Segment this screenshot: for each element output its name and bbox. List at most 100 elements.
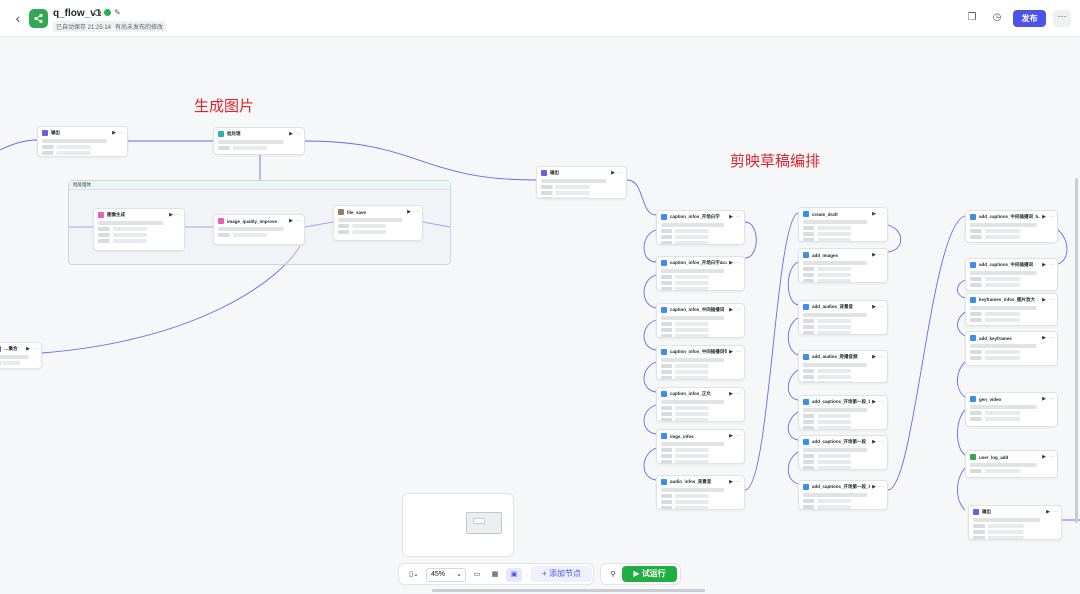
auto-layout-icon[interactable]: ▦ xyxy=(491,571,499,578)
vertical-scrollbar[interactable] xyxy=(1075,178,1078,523)
node-n-add-audios-bg[interactable]: add_audios_背景音▶··· xyxy=(798,300,888,335)
info-icon[interactable] xyxy=(94,9,101,16)
node-n-add-cap-r2[interactable]: add_captions_中间插播词▶··· xyxy=(965,258,1058,291)
node-n-file-save[interactable]: file_save▶··· xyxy=(333,205,423,241)
play-icon[interactable]: ▶ xyxy=(872,439,876,445)
node-n-cap3[interactable]: caption_infos_中间插播词▶··· xyxy=(656,303,745,338)
node-menu-icon[interactable]: ··· xyxy=(1049,454,1054,460)
minimap-toggle-icon[interactable]: ▣ xyxy=(506,568,522,582)
node-menu-icon[interactable]: ··· xyxy=(879,439,884,445)
node-n-cap2[interactable]: caption_infos_开场白字&cut...▶··· xyxy=(656,256,745,291)
node-n-out-mid[interactable]: 输出▶··· xyxy=(536,166,627,199)
node-n-loop[interactable]: 批处理▶··· xyxy=(213,127,305,155)
node-n-keyframes[interactable]: keyframes_infos_图片放大▶··· xyxy=(965,293,1058,326)
node-n-add-cap-a[interactable]: add_captions_开场第一段_b...▶··· xyxy=(798,395,888,430)
play-icon[interactable]: ▶ xyxy=(872,484,876,490)
more-options-button[interactable]: ··· xyxy=(1053,10,1071,27)
node-menu-icon[interactable]: ··· xyxy=(618,170,623,176)
node-n-create-draft[interactable]: create_draft▶··· xyxy=(798,207,888,242)
play-icon[interactable]: ▶ xyxy=(729,391,733,397)
node-menu-icon[interactable]: ··· xyxy=(1049,396,1054,402)
play-icon[interactable]: ▶ xyxy=(407,209,411,215)
horizontal-scrollbar[interactable] xyxy=(432,589,705,592)
node-menu-icon[interactable]: ··· xyxy=(736,479,741,485)
node-menu-icon[interactable]: ··· xyxy=(119,130,124,136)
node-menu-icon[interactable]: ··· xyxy=(414,209,419,215)
play-icon[interactable]: ▶ xyxy=(1042,454,1046,460)
node-n-audio-infos[interactable]: audio_infos_背景音▶··· xyxy=(656,475,745,510)
node-n-add-cap-r1[interactable]: add_captions_中间插播词_b...▶··· xyxy=(965,210,1058,243)
node-n-cap5[interactable]: caption_infos_正文▶··· xyxy=(656,387,745,422)
node-menu-icon[interactable]: ··· xyxy=(879,211,884,217)
node-n-imgs-infos[interactable]: imgs_infos▶··· xyxy=(656,429,745,464)
play-icon[interactable]: ▶ xyxy=(1042,214,1046,220)
history-icon[interactable]: ◷ xyxy=(992,12,1002,23)
node-n-img-quality[interactable]: image_quality_improve▶··· xyxy=(213,214,305,245)
publish-button[interactable]: 发布 xyxy=(1013,10,1046,27)
play-icon[interactable]: ▶ xyxy=(872,252,876,258)
play-icon[interactable]: ▶ xyxy=(1046,509,1050,515)
play-icon[interactable]: ▶ xyxy=(729,214,733,220)
play-icon[interactable]: ▶ xyxy=(1042,262,1046,268)
node-n-out-left[interactable]: 输出▶··· xyxy=(37,126,128,157)
mouse-mode-icon[interactable]: ▯⌄ xyxy=(409,571,419,578)
play-icon[interactable]: ▶ xyxy=(169,212,173,218)
play-icon[interactable]: ▶ xyxy=(1042,297,1046,303)
node-n-user-log[interactable]: user_log_add▶··· xyxy=(965,450,1058,478)
node-menu-icon[interactable]: ··· xyxy=(736,391,741,397)
node-menu-icon[interactable]: ··· xyxy=(1049,335,1054,341)
play-icon[interactable]: ▶ xyxy=(872,399,876,405)
node-menu-icon[interactable]: ··· xyxy=(736,307,741,313)
node-n-out-right[interactable]: 输出▶··· xyxy=(968,505,1062,540)
play-icon[interactable]: ▶ xyxy=(611,170,615,176)
play-icon[interactable]: ▶ xyxy=(1042,396,1046,402)
play-icon[interactable]: ▶ xyxy=(729,307,733,313)
node-menu-icon[interactable]: ··· xyxy=(736,214,741,220)
node-menu-icon[interactable]: ··· xyxy=(736,433,741,439)
node-n-add-keyframes[interactable]: add_keyframes▶··· xyxy=(965,331,1058,366)
chevron-left-icon[interactable]: ‹ xyxy=(15,10,21,26)
node-n-cap4[interactable]: caption_infos_中间插播词句...▶··· xyxy=(656,345,745,380)
node-n-img-gen[interactable]: 图像生成▶··· xyxy=(93,208,185,251)
node-menu-icon[interactable]: ··· xyxy=(736,260,741,266)
node-menu-icon[interactable]: ··· xyxy=(33,346,38,352)
play-icon[interactable]: ▶ xyxy=(729,479,733,485)
node-menu-icon[interactable]: ··· xyxy=(1053,509,1058,515)
node-n-add-audios-voice[interactable]: add_audios_旁播音频▶··· xyxy=(798,350,888,383)
play-icon[interactable]: ▶ xyxy=(872,211,876,217)
add-node-button[interactable]: + 添加节点 xyxy=(531,566,592,582)
play-icon[interactable]: ▶ xyxy=(26,346,30,352)
node-menu-icon[interactable]: ··· xyxy=(879,484,884,490)
node-menu-icon[interactable]: ··· xyxy=(879,304,884,310)
copy-icon[interactable]: ❐ xyxy=(967,12,977,23)
play-icon[interactable]: ▶ xyxy=(1042,335,1046,341)
node-menu-icon[interactable]: ··· xyxy=(296,131,301,137)
node-menu-icon[interactable]: ··· xyxy=(879,354,884,360)
play-icon[interactable]: ▶ xyxy=(729,349,733,355)
play-icon[interactable]: ▶ xyxy=(289,131,293,137)
play-icon[interactable]: ▶ xyxy=(872,354,876,360)
node-n-gen-video[interactable]: gen_video▶··· xyxy=(965,392,1058,427)
play-icon[interactable]: ▶ xyxy=(729,260,733,266)
node-menu-icon[interactable]: ··· xyxy=(1049,262,1054,268)
node-n-add-cap-b[interactable]: add_captions_开场第一段▶··· xyxy=(798,435,888,470)
node-menu-icon[interactable]: ··· xyxy=(296,218,301,224)
node-n-add-images[interactable]: add_images▶··· xyxy=(798,248,888,283)
node-menu-icon[interactable]: ··· xyxy=(879,399,884,405)
node-menu-icon[interactable]: ··· xyxy=(736,349,741,355)
node-n-left-bottom[interactable]: …集合▶··· xyxy=(0,342,42,369)
node-n-cap1[interactable]: caption_infos_开场白字▶··· xyxy=(656,210,745,245)
zoom-select[interactable]: 45%⌄ xyxy=(426,568,466,582)
debug-tool-icon[interactable]: ⚲ xyxy=(610,571,616,578)
play-icon[interactable]: ▶ xyxy=(112,130,116,136)
node-menu-icon[interactable]: ··· xyxy=(1049,297,1054,303)
test-run-button[interactable]: ▶ 试运行 xyxy=(622,566,677,582)
node-menu-icon[interactable]: ··· xyxy=(176,212,181,218)
play-icon[interactable]: ▶ xyxy=(729,433,733,439)
node-menu-icon[interactable]: ··· xyxy=(879,252,884,258)
comment-icon[interactable]: ▭ xyxy=(473,571,481,578)
play-icon[interactable]: ▶ xyxy=(289,218,293,224)
minimap[interactable] xyxy=(402,493,514,557)
node-n-add-cap-c[interactable]: add_captions_开场第一段_b...▶··· xyxy=(798,480,888,510)
edit-icon[interactable]: ✎ xyxy=(114,8,121,17)
